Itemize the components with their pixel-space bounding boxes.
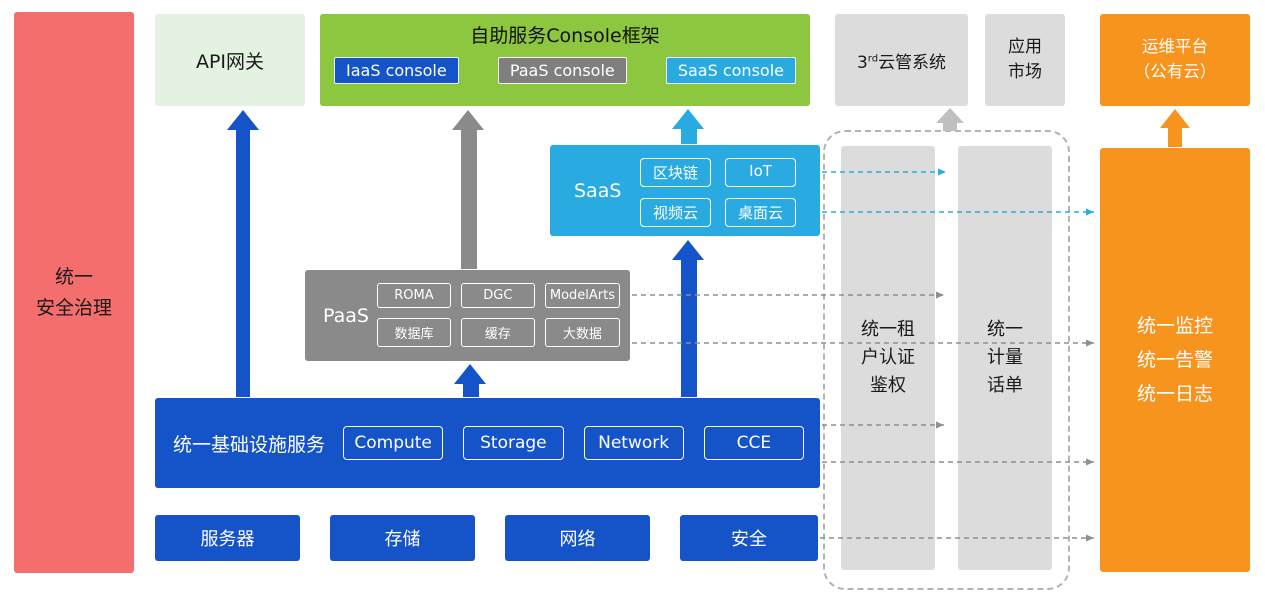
paas-console-chip: PaaS console <box>497 57 627 84</box>
saas-item-iot: IoT <box>725 158 797 187</box>
tenant-auth-column: 统一租 户认证 鉴权 <box>841 146 935 570</box>
saas-item-video-cloud: 视频云 <box>640 198 712 227</box>
third-party-cloud-rest: 云管系统 <box>878 52 947 73</box>
console-frame-title: 自助服务Console框架 <box>470 25 660 47</box>
arrow-shared-to-third-cloud-icon <box>936 108 964 131</box>
saas-chip-grid: 区块链 IoT 视频云 桌面云 <box>640 158 797 227</box>
third-party-cloud-box: 3rd云管系统 <box>835 14 968 106</box>
metering-billing-column: 统一 计量 话单 <box>958 146 1052 570</box>
app-market-box: 应用 市场 <box>985 14 1065 106</box>
infrastructure-services-label: 统一基础设施服务 <box>173 433 326 456</box>
infra-item-storage: Storage <box>463 426 564 460</box>
infrastructure-chip-row: Compute Storage Network CCE <box>343 398 804 488</box>
hardware-network-box: 网络 <box>505 515 650 561</box>
paas-item-dgc: DGC <box>460 283 535 308</box>
saas-console-chip: SaaS console <box>665 57 796 84</box>
api-gateway-box: API网关 <box>155 14 305 106</box>
saas-item-desktop-cloud: 桌面云 <box>725 198 797 227</box>
infra-item-cce: CCE <box>703 426 804 460</box>
paas-item-modelarts: ModelArts <box>544 283 620 308</box>
saas-label: SaaS <box>574 179 622 202</box>
paas-box: PaaS ROMA DGC ModelArts 数据库 缓存 大数据 <box>305 270 630 361</box>
console-frame-box: 自助服务Console框架 IaaS console PaaS console … <box>320 14 810 106</box>
iaas-console-chip: IaaS console <box>334 57 459 84</box>
monitoring-alarm-log-bar: 统一监控 统一告警 统一日志 <box>1100 148 1250 572</box>
hardware-security-box: 安全 <box>680 515 818 561</box>
saas-item-blockchain: 区块链 <box>640 158 712 187</box>
paas-chip-grid: ROMA DGC ModelArts 数据库 缓存 大数据 <box>377 283 620 347</box>
third-party-cloud-label: 3rd云管系统 <box>857 48 946 73</box>
shared-services-dashed-container <box>823 130 1070 590</box>
third-party-cloud-num: 3 <box>856 52 868 73</box>
arrow-monitor-to-ops-icon <box>1160 109 1190 147</box>
paas-label: PaaS <box>323 304 369 327</box>
paas-item-roma: ROMA <box>377 283 451 308</box>
paas-item-database: 数据库 <box>377 318 451 347</box>
paas-item-cache: 缓存 <box>460 318 535 347</box>
arrow-paas-to-console-icon <box>452 110 484 269</box>
hardware-server-box: 服务器 <box>155 515 300 561</box>
infrastructure-services-box: 统一基础设施服务 Compute Storage Network CCE <box>155 398 820 488</box>
arrow-infra-to-saas-icon <box>672 240 704 397</box>
hardware-storage-box: 存储 <box>330 515 475 561</box>
console-chip-row: IaaS console PaaS console SaaS console <box>320 48 810 84</box>
paas-item-bigdata: 大数据 <box>544 318 620 347</box>
arrow-saas-to-console-icon <box>672 109 704 144</box>
arrow-infra-to-paas-icon <box>454 364 486 397</box>
infra-item-compute: Compute <box>343 426 444 460</box>
infra-item-network: Network <box>583 426 684 460</box>
arrow-infra-to-api-gateway-icon <box>227 110 259 397</box>
third-party-cloud-sup: rd <box>867 52 879 64</box>
saas-box: SaaS 区块链 IoT 视频云 桌面云 <box>550 145 820 236</box>
ops-platform-box: 运维平台 （公有云） <box>1100 14 1250 106</box>
security-governance-bar: 统一 安全治理 <box>14 12 134 573</box>
